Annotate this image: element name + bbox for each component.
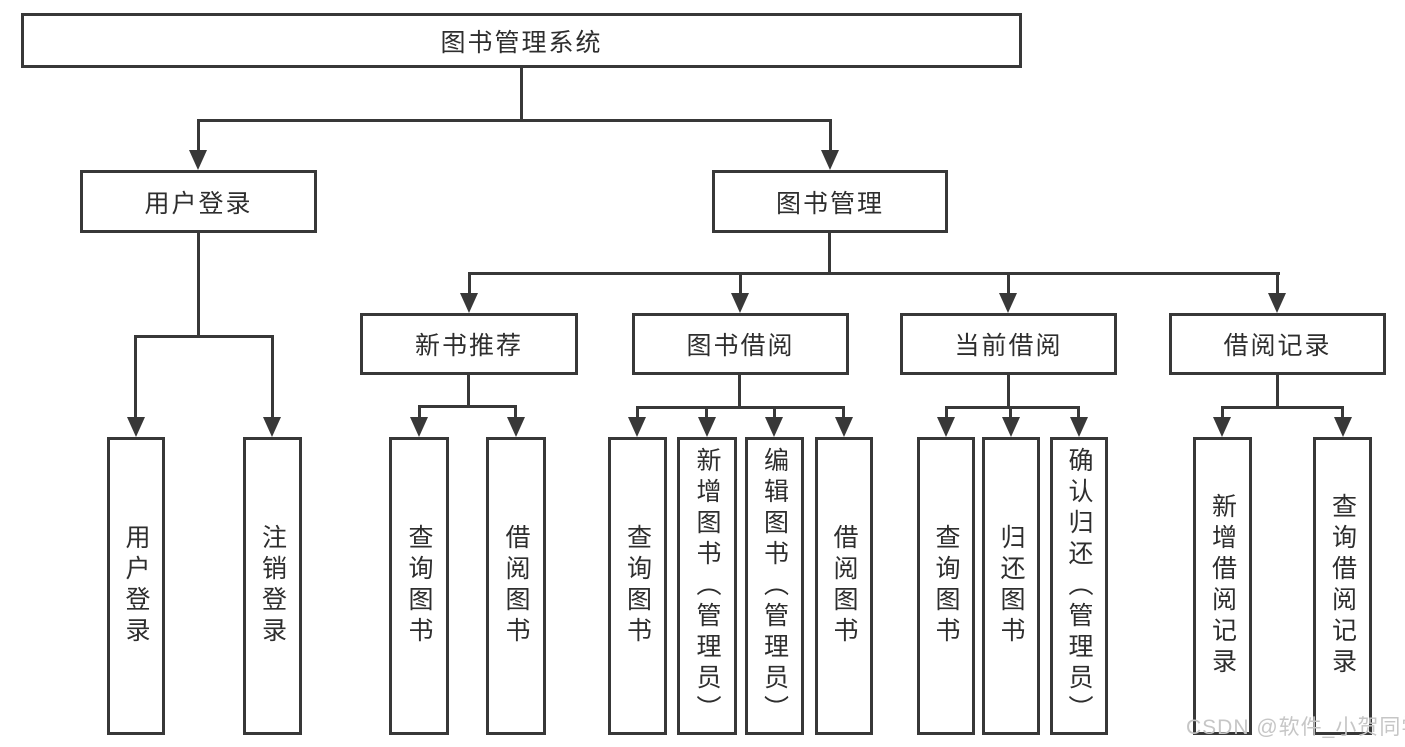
node-label: 查询图书 <box>623 524 652 648</box>
connector-vline <box>1276 375 1279 408</box>
arrow-down-icon <box>507 417 525 437</box>
node-label: 借阅图书 <box>830 524 858 648</box>
node-edit-book-admin: 编辑图书（管理员） <box>745 437 804 735</box>
connector-vline <box>197 233 200 337</box>
node-label: 新增借阅记录 <box>1208 493 1237 679</box>
connector-vline <box>738 375 741 408</box>
node-label: 确认归还（管理员） <box>1065 446 1093 726</box>
node-logout: 注销登录 <box>243 437 302 735</box>
connector-vline <box>829 119 832 152</box>
node-add-book-admin: 新增图书（管理员） <box>677 437 737 735</box>
connector-vline <box>1009 406 1012 419</box>
arrow-down-icon <box>1334 417 1352 437</box>
node-book-management: 图书管理 <box>712 170 948 233</box>
connector-vline <box>773 406 776 419</box>
connector-hline <box>1221 406 1343 409</box>
node-label: 新增图书（管理员） <box>693 446 721 726</box>
node-label: 借阅记录 <box>1223 332 1332 360</box>
arrow-down-icon <box>1002 417 1020 437</box>
node-book-borrowing: 图书借阅 <box>632 313 849 375</box>
arrow-down-icon <box>835 417 853 437</box>
connector-hline <box>134 335 274 338</box>
node-user-login: 用户登录 <box>107 437 165 735</box>
arrow-down-icon <box>189 150 207 170</box>
node-user-login-group: 用户登录 <box>80 170 317 233</box>
arrow-down-icon <box>731 293 749 313</box>
arrow-down-icon <box>698 417 716 437</box>
node-label: 查询图书 <box>405 524 433 648</box>
connector-vline <box>271 335 274 419</box>
connector-vline <box>945 406 948 419</box>
arrow-down-icon <box>263 417 281 437</box>
connector-vline <box>1221 406 1224 419</box>
connector-vline <box>828 233 831 275</box>
arrow-down-icon <box>628 417 646 437</box>
arrow-down-icon <box>1268 293 1286 313</box>
arrow-down-icon <box>821 150 839 170</box>
connector-hline <box>418 405 517 408</box>
node-add-borrow-record: 新增借阅记录 <box>1193 437 1252 735</box>
connector-vline <box>705 406 708 419</box>
node-label: 借阅图书 <box>502 524 530 648</box>
node-label: 当前借阅 <box>954 332 1063 360</box>
node-return-books: 归还图书 <box>982 437 1040 735</box>
node-confirm-return-admin: 确认归还（管理员） <box>1050 437 1108 735</box>
connector-vline <box>1007 375 1010 408</box>
node-label: 图书管理 <box>775 189 884 218</box>
connector-vline <box>520 68 523 121</box>
connector-vline <box>468 272 471 295</box>
connector-vline <box>197 119 200 152</box>
connector-vline <box>1276 272 1279 295</box>
connector-vline <box>1077 406 1080 419</box>
node-label: 用户登录 <box>144 189 253 218</box>
node-current-borrowing: 当前借阅 <box>900 313 1117 375</box>
arrow-down-icon <box>1070 417 1088 437</box>
node-label: 归还图书 <box>997 524 1025 648</box>
node-label: 新书推荐 <box>414 332 523 360</box>
arrow-down-icon <box>765 417 783 437</box>
connector-hline <box>636 406 845 409</box>
node-label: 编辑图书（管理员） <box>760 446 789 726</box>
arrow-down-icon <box>460 293 478 313</box>
node-label: 图书借阅 <box>686 332 795 360</box>
node-library-system: 图书管理系统 <box>21 13 1022 68</box>
node-borrow-books-borrowing: 借阅图书 <box>815 437 873 735</box>
connector-hline <box>468 272 1280 275</box>
connector-hline <box>197 119 832 122</box>
node-query-books-borrowing: 查询图书 <box>608 437 667 735</box>
node-new-book-recommend: 新书推荐 <box>360 313 578 375</box>
arrow-down-icon <box>410 417 428 437</box>
arrow-down-icon <box>937 417 955 437</box>
connector-vline <box>467 375 470 407</box>
node-label: 用户登录 <box>122 524 150 648</box>
arrow-down-icon <box>1213 417 1231 437</box>
connector-vline <box>418 405 421 419</box>
node-borrowing-records: 借阅记录 <box>1169 313 1386 375</box>
node-label: 查询借阅记录 <box>1328 493 1357 679</box>
connector-vline <box>636 406 639 419</box>
node-borrow-books-recommend: 借阅图书 <box>486 437 546 735</box>
connector-vline <box>514 405 517 419</box>
arrow-down-icon <box>999 293 1017 313</box>
node-query-borrow-record: 查询借阅记录 <box>1313 437 1372 735</box>
node-query-books-recommend: 查询图书 <box>389 437 449 735</box>
watermark: CSDN @软件_小贺同学 <box>1186 716 1405 739</box>
connector-vline <box>1341 406 1344 419</box>
connector-vline <box>1007 272 1010 295</box>
connector-vline <box>134 335 137 419</box>
connector-hline <box>945 406 1080 409</box>
connector-vline <box>739 272 742 295</box>
arrow-down-icon <box>127 417 145 437</box>
connector-vline <box>842 406 845 419</box>
node-label: 图书管理系统 <box>440 28 603 57</box>
node-label: 查询图书 <box>932 524 960 648</box>
node-query-books-current: 查询图书 <box>917 437 975 735</box>
node-label: 注销登录 <box>258 524 287 648</box>
